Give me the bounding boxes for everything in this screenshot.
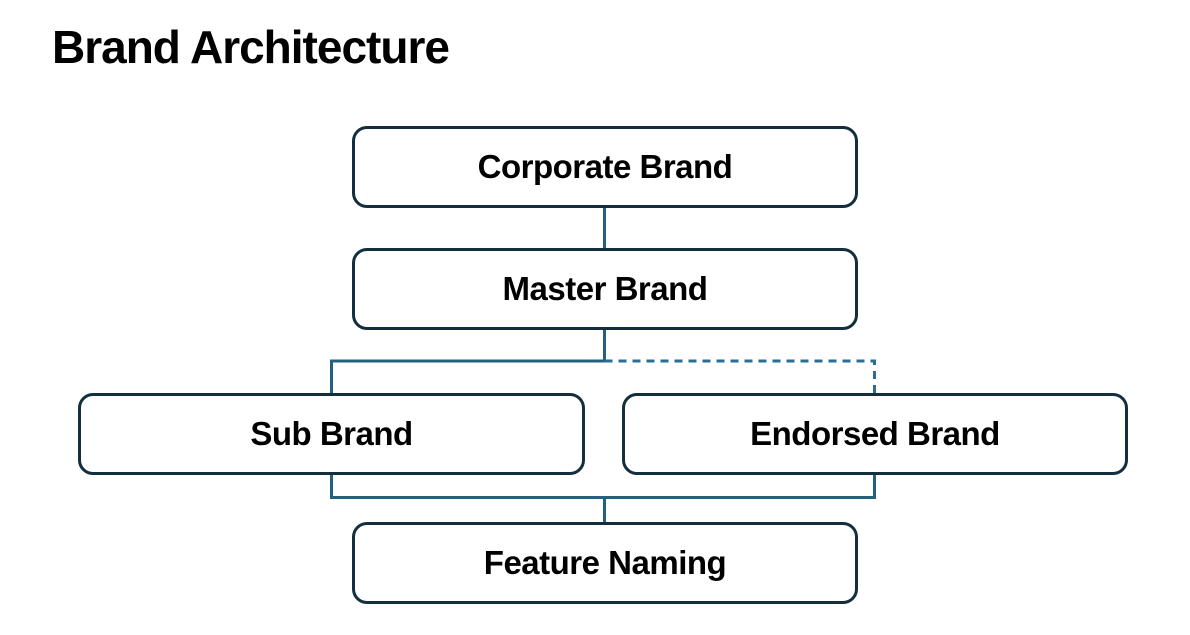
page-title: Brand Architecture bbox=[52, 21, 450, 73]
edge-master-to-endorsed bbox=[604, 359, 876, 394]
node-corporate-brand: Corporate Brand bbox=[352, 126, 858, 208]
node-sub-brand: Sub Brand bbox=[78, 393, 585, 475]
edge-children-collector bbox=[330, 474, 876, 499]
node-master-brand: Master Brand bbox=[352, 248, 858, 330]
node-feature-naming: Feature Naming bbox=[352, 522, 858, 604]
node-label: Sub Brand bbox=[250, 415, 413, 452]
node-label: Feature Naming bbox=[483, 544, 727, 581]
node-label: Master Brand bbox=[502, 270, 708, 307]
node-label: Corporate Brand bbox=[477, 148, 733, 185]
node-label: Endorsed Brand bbox=[750, 415, 1000, 452]
edge-master-to-sub bbox=[330, 330, 606, 394]
node-endorsed-brand: Endorsed Brand bbox=[622, 393, 1128, 475]
